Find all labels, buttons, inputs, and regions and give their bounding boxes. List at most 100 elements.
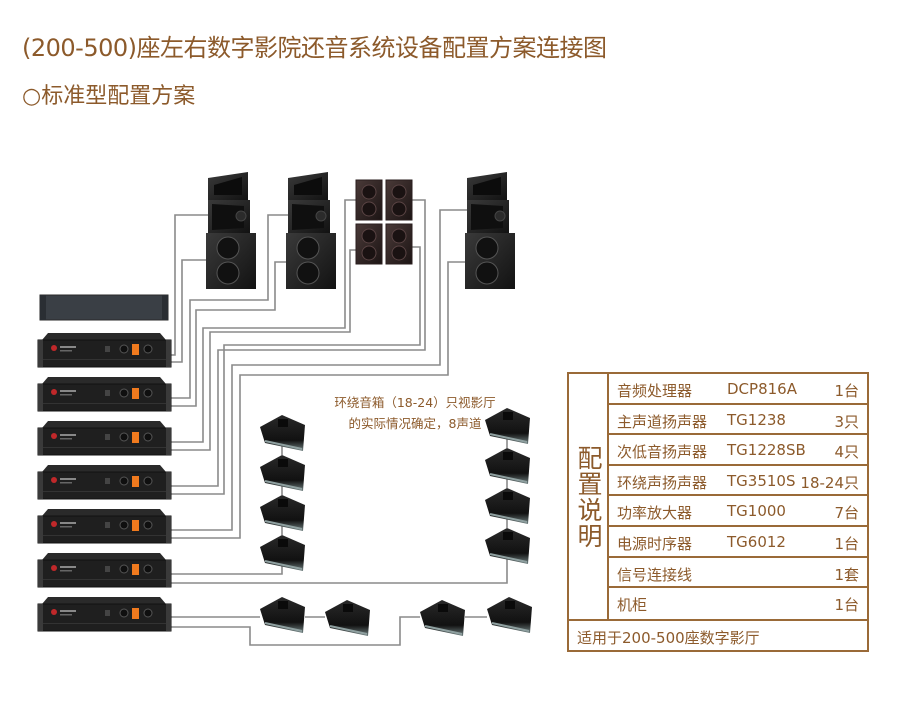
spec-item: 环绕声扬声器 <box>617 473 708 492</box>
spec-model: TG1228SB <box>727 441 806 460</box>
spec-model: TG3510S <box>727 471 796 490</box>
spec-qty: 1套 <box>834 565 859 584</box>
amp-knob <box>119 520 129 530</box>
spec-footer: 适用于200-500座数字影厅 <box>569 619 867 650</box>
woofer <box>296 236 320 260</box>
subwoofer-cabinet <box>385 223 413 265</box>
page-subtitle: ○标准型配置方案 <box>22 84 196 109</box>
woofer <box>296 261 320 285</box>
spec-row: 音频处理器 DCP816A 1台 <box>609 374 867 405</box>
spec-row: 机柜 1台 <box>609 588 867 619</box>
surround-speaker <box>325 600 370 636</box>
amp-logo <box>51 477 57 483</box>
main-speaker <box>465 172 515 289</box>
spec-qty: 3只 <box>834 412 859 431</box>
power-amplifier <box>37 333 172 368</box>
spec-item: 音频处理器 <box>617 382 693 400</box>
spec-qty: 18-24只 <box>800 473 859 492</box>
wire <box>170 249 356 451</box>
power-amplifier <box>37 377 172 412</box>
spec-model: DCP816A <box>727 380 797 398</box>
amp-logo <box>51 433 57 439</box>
surround-speaker <box>487 597 532 633</box>
spec-qty: 1台 <box>834 382 859 400</box>
spec-model: TG6012 <box>727 532 786 551</box>
woofer <box>216 261 240 285</box>
amp-knob <box>143 608 153 618</box>
power-amplifier <box>37 465 172 500</box>
wire <box>170 199 356 443</box>
spec-row: 次低音扬声器 TG1228SB 4只 <box>609 435 867 466</box>
wire <box>170 261 467 539</box>
signal-wires <box>170 199 508 646</box>
amp-logo <box>51 345 57 351</box>
amp-display <box>132 344 139 355</box>
spec-side-label: 配置说明 <box>569 374 609 619</box>
power-sequencer <box>39 294 169 321</box>
spec-qty: 1台 <box>834 596 859 615</box>
subwoofer-cabinet <box>385 179 413 221</box>
power-amplifier <box>37 553 172 588</box>
wire <box>170 261 288 407</box>
power-amplifier <box>37 597 172 632</box>
amp-logo <box>51 565 57 571</box>
subwoofer-cabinet <box>355 179 383 221</box>
amp-logo <box>51 521 57 527</box>
amp-logo <box>51 609 57 615</box>
surround-note-line1: 环绕音箱（18-24）只视影厅 <box>334 395 496 410</box>
main-speaker <box>286 172 336 289</box>
amp-knob <box>143 344 153 354</box>
surround-speaker <box>485 488 530 524</box>
amp-knob <box>143 520 153 530</box>
amp-knob <box>143 388 153 398</box>
surround-speaker <box>260 495 305 531</box>
woofer <box>475 261 499 285</box>
surround-note: 环绕音箱（18-24）只视影厅 的实际情况确定，8声道 <box>300 392 530 434</box>
woofer <box>216 236 240 260</box>
surround-speaker <box>485 528 530 564</box>
wire <box>170 214 208 356</box>
surround-speaker <box>260 455 305 491</box>
spec-item: 电源时序器 <box>617 534 693 553</box>
surround-speaker <box>260 597 305 633</box>
wire <box>170 214 288 399</box>
amp-knob <box>119 388 129 398</box>
spec-model: TG1000 <box>727 502 786 521</box>
spec-item: 次低音扬声器 <box>617 443 708 462</box>
wire <box>170 259 208 363</box>
amp-knob <box>143 476 153 486</box>
woofer <box>475 236 499 260</box>
amp-display <box>132 608 139 619</box>
amp-knob <box>119 564 129 574</box>
spec-qty: 4只 <box>834 443 859 462</box>
wire <box>170 209 467 531</box>
page-title: (200-500)座左右数字影院还音系统设备配置方案连接图 <box>22 34 607 62</box>
power-amplifier <box>37 509 172 544</box>
surround-speaker <box>485 448 530 484</box>
surround-speaker <box>260 535 305 571</box>
amp-knob <box>119 432 129 442</box>
spec-qty: 7台 <box>834 504 859 523</box>
wire <box>170 246 421 495</box>
surround-note-line2: 的实际情况确定，8声道 <box>348 416 482 431</box>
amp-knob <box>119 476 129 486</box>
amp-knob <box>143 564 153 574</box>
spec-side-label-text: 配置说明 <box>574 444 603 549</box>
surround-speaker <box>420 600 465 636</box>
spec-item: 机柜 <box>617 596 648 615</box>
amp-logo <box>51 389 57 395</box>
amp-display <box>132 432 139 443</box>
main-speaker <box>206 172 256 289</box>
amp-display <box>132 388 139 399</box>
surround-speaker <box>485 408 530 444</box>
subwoofer-cabinet <box>355 223 383 265</box>
wire <box>170 553 508 584</box>
amp-knob <box>119 608 129 618</box>
